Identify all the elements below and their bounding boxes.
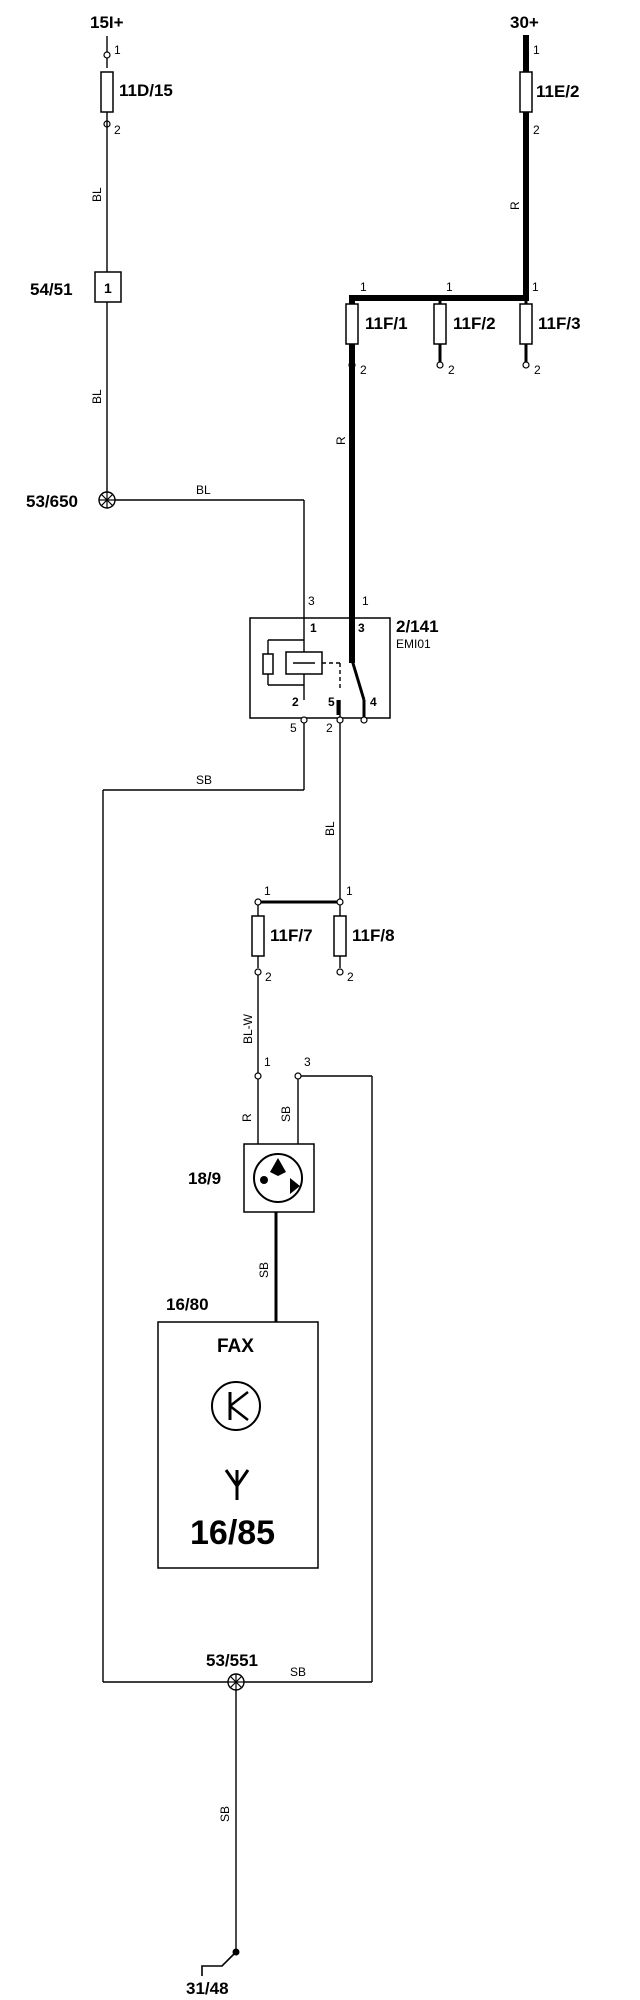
fuse-11f8 bbox=[333, 915, 347, 957]
ground-point-53-551 bbox=[227, 1673, 245, 1691]
pin-label: 4 bbox=[370, 695, 377, 709]
pin-label: 2 bbox=[292, 695, 299, 709]
pin-label: 2 bbox=[448, 363, 455, 377]
terminal-dot bbox=[294, 1072, 302, 1080]
terminal-dot bbox=[436, 361, 444, 369]
antenna-connector-dot bbox=[260, 1176, 268, 1184]
pin-label: 5 bbox=[290, 721, 297, 735]
wire-color-r: R bbox=[508, 201, 522, 210]
pin-label: 2 bbox=[347, 970, 354, 984]
fuse-label-11f2: 11F/2 bbox=[453, 314, 496, 333]
pin-label: 2 bbox=[326, 721, 333, 735]
relay-name: EMI01 bbox=[396, 637, 431, 651]
pin-label: 1 bbox=[362, 594, 369, 608]
pin-label: 1 bbox=[264, 884, 271, 898]
fuse-label-11f1: 11F/1 bbox=[365, 314, 408, 333]
terminal-dot bbox=[254, 898, 262, 906]
terminal-dot bbox=[254, 968, 262, 976]
pin-label: 3 bbox=[358, 621, 365, 635]
terminal-dot bbox=[103, 51, 111, 59]
fuse-11d15 bbox=[100, 71, 114, 113]
fuse-label-11e2: 11E/2 bbox=[536, 82, 580, 101]
terminal-dot bbox=[254, 1072, 262, 1080]
terminal-dot bbox=[360, 716, 368, 724]
chassis-ground-icon bbox=[201, 1951, 237, 1976]
fuse-label-11f8: 11F/8 bbox=[352, 926, 395, 945]
transistor-icon bbox=[211, 1381, 261, 1431]
supply-label-30: 30+ bbox=[510, 13, 539, 32]
component-label-16-80: 16/80 bbox=[166, 1295, 209, 1314]
wire-color-sb: SB bbox=[257, 1262, 271, 1278]
wire-color-blw: BL-W bbox=[241, 1013, 255, 1044]
pin-label: 1 bbox=[264, 1055, 271, 1069]
relay-resistor bbox=[262, 653, 274, 675]
pin-label: 1 bbox=[114, 43, 121, 57]
supply-label-15i: 15I+ bbox=[90, 13, 124, 32]
pin-label: 1 bbox=[532, 280, 539, 294]
antenna-icon bbox=[224, 1469, 250, 1500]
fuse-11f2 bbox=[433, 303, 447, 345]
wire-color-r: R bbox=[240, 1113, 254, 1122]
ground-label-53-551: 53/551 bbox=[206, 1651, 258, 1670]
fuse-11f3 bbox=[519, 303, 533, 345]
fuse-11f7 bbox=[251, 915, 265, 957]
wire-color-r: R bbox=[334, 436, 348, 445]
pin-label: 2 bbox=[533, 123, 540, 137]
antenna-connector-glyph bbox=[270, 1158, 300, 1194]
ground-label-53-650: 53/650 bbox=[26, 492, 78, 511]
pin-label: 1 bbox=[533, 43, 540, 57]
pin-label: 3 bbox=[308, 594, 315, 608]
pin-label: 1 bbox=[310, 621, 317, 635]
ground-label-31-48: 31/48 bbox=[186, 1979, 229, 1998]
terminal-dot bbox=[336, 898, 344, 906]
component-label-18-9: 18/9 bbox=[188, 1169, 221, 1188]
pin-label: 3 bbox=[304, 1055, 311, 1069]
terminal-dot bbox=[522, 361, 530, 369]
pin-label: 5 bbox=[328, 695, 335, 709]
fuse-label-11d15: 11D/15 bbox=[119, 81, 173, 100]
pin-label: 1 bbox=[346, 884, 353, 898]
pin-label: 2 bbox=[265, 970, 272, 984]
wire-color-sb: SB bbox=[290, 1665, 306, 1679]
fuse-11e2 bbox=[519, 71, 533, 113]
terminal-dot bbox=[336, 968, 344, 976]
wire-color-bl: BL bbox=[323, 821, 337, 836]
terminal-dot bbox=[300, 716, 308, 724]
connector-pin: 1 bbox=[104, 280, 112, 296]
component-label-16-85: 16/85 bbox=[190, 1514, 275, 1552]
fuse-label-11f7: 11F/7 bbox=[270, 926, 313, 945]
component-16-80 bbox=[157, 1321, 319, 1569]
wire-color-sb: SB bbox=[196, 773, 212, 787]
fuse-11f1 bbox=[345, 303, 359, 345]
wire-color-sb: SB bbox=[218, 1806, 232, 1822]
pin-label: 1 bbox=[360, 280, 367, 294]
pin-label: 1 bbox=[446, 280, 453, 294]
wire-color-bl: BL bbox=[196, 483, 211, 497]
ground-point-53-650 bbox=[98, 491, 116, 509]
pin-label: 2 bbox=[360, 363, 367, 377]
connector-label-54-51: 54/51 bbox=[30, 280, 73, 299]
fax-label: FAX bbox=[217, 1336, 254, 1357]
pin-label: 2 bbox=[534, 363, 541, 377]
connector-54-51 bbox=[94, 271, 122, 303]
wire-color-bl: BL bbox=[90, 187, 104, 202]
fuse-label-11f3: 11F/3 bbox=[538, 314, 581, 333]
relay-switch-arm bbox=[350, 659, 366, 701]
terminal-dot bbox=[336, 716, 344, 724]
wire-color-sb: SB bbox=[279, 1106, 293, 1122]
relay-label: 2/141 bbox=[396, 617, 439, 636]
pin-label: 2 bbox=[114, 123, 121, 137]
wire-color-bl: BL bbox=[90, 389, 104, 404]
